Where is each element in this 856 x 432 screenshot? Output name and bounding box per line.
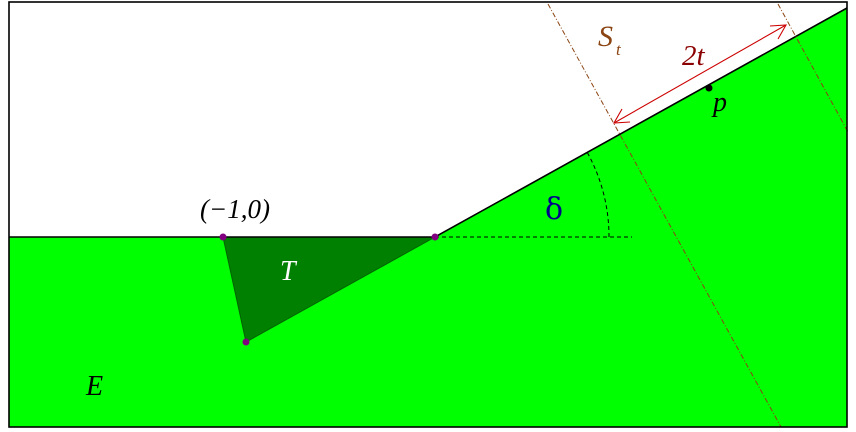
label-width-2t: 2t xyxy=(682,40,706,72)
region-e xyxy=(9,8,847,427)
angle-arc xyxy=(586,151,610,238)
point-p-dot xyxy=(705,84,713,92)
label-angle-delta: δ xyxy=(545,192,563,227)
label-strip-subscript: t xyxy=(616,40,622,59)
label-point-p: p xyxy=(711,87,727,118)
vertex-dot-bottom xyxy=(242,338,250,346)
label-strip-s: S xyxy=(598,20,613,53)
label-triangle-t: T xyxy=(280,256,298,287)
vertex-dot-minus-one xyxy=(219,233,227,241)
label-region-e: E xyxy=(85,371,103,402)
label-origin-point: (−1,0) xyxy=(200,194,270,224)
width-arrow-head-right xyxy=(769,24,787,40)
figure-frame xyxy=(8,1,848,428)
strip-boundary-right xyxy=(777,3,849,133)
strip-boundary-left xyxy=(547,3,782,428)
width-arrow-head-left xyxy=(613,108,631,124)
vertex-dot-corner xyxy=(431,233,439,241)
width-arrow xyxy=(613,24,787,124)
